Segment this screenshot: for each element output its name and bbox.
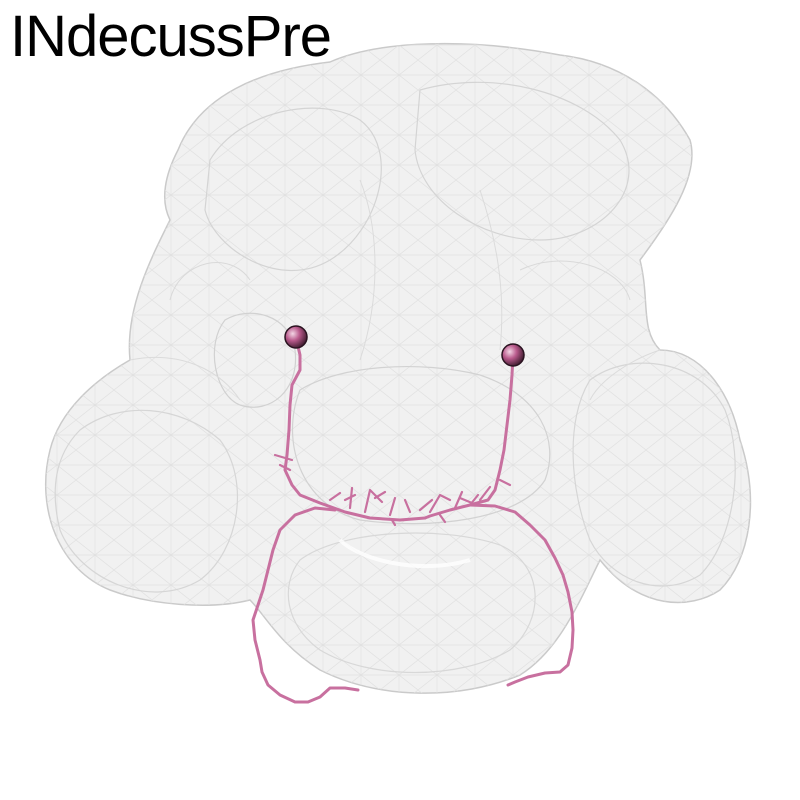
neuron-type-title: INdecussPre	[10, 4, 332, 69]
neuropil-mesh	[44, 42, 752, 694]
left-descending-arbor	[251, 506, 360, 704]
commissure-branches	[273, 453, 512, 527]
right-soma	[501, 343, 525, 367]
right-descending-arbor	[468, 503, 575, 687]
somata	[284, 325, 525, 367]
neuron-skeleton	[251, 336, 575, 704]
left-soma	[284, 325, 308, 349]
left-primary-neurite	[283, 336, 427, 522]
right-primary-neurite	[423, 354, 515, 520]
